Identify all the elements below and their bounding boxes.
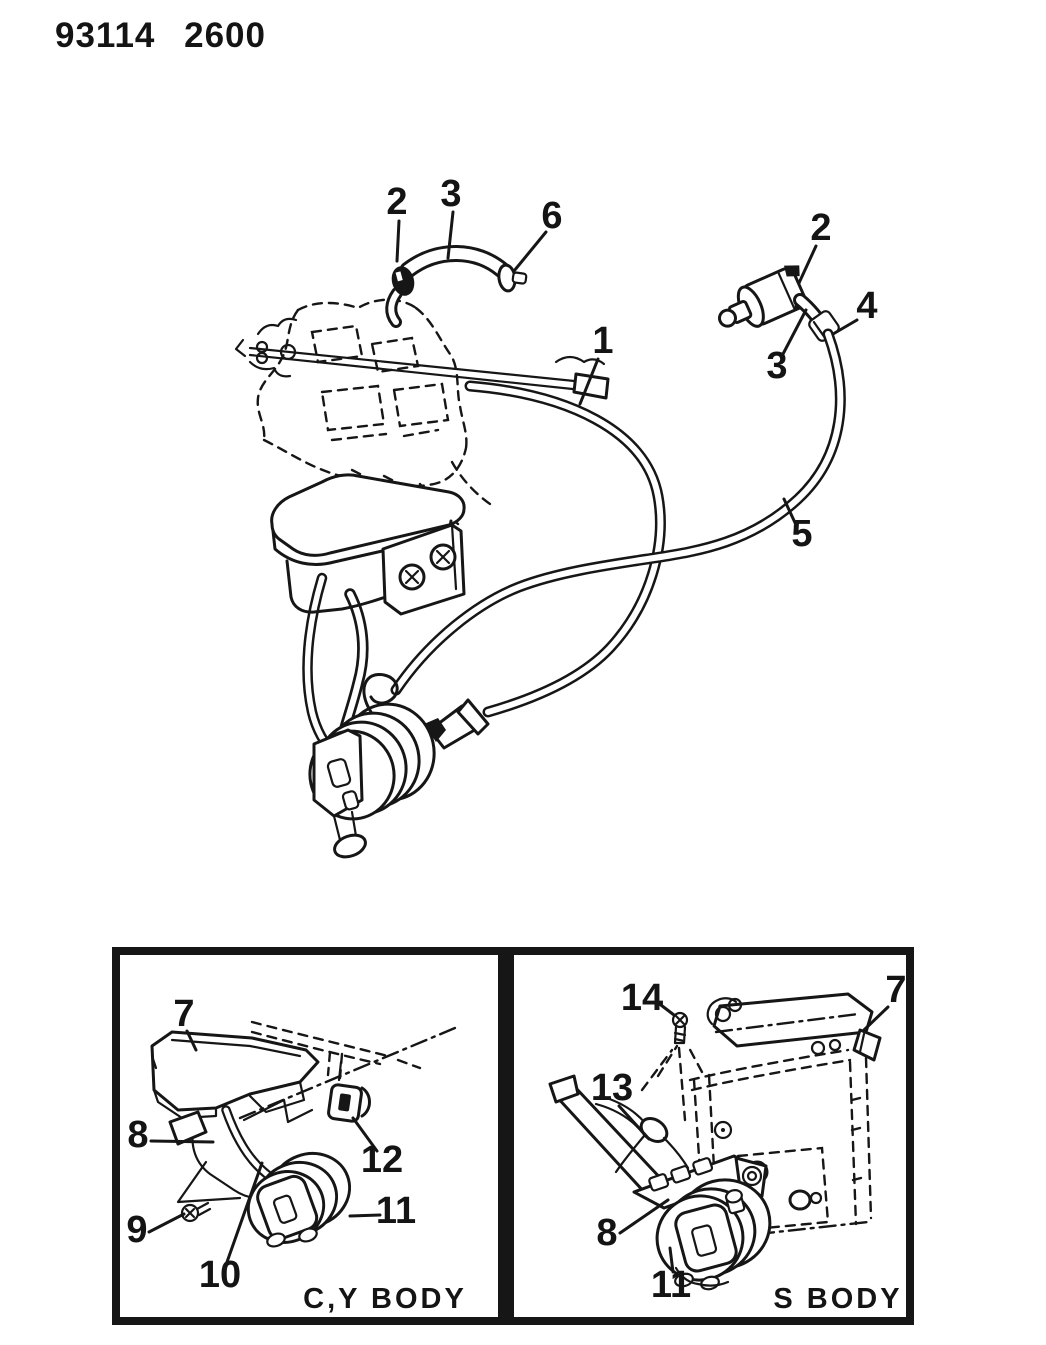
cy-cover xyxy=(150,1030,320,1120)
callout-leader-7 xyxy=(185,1029,198,1052)
cy-screw xyxy=(180,1201,212,1223)
callout-leader-4 xyxy=(831,318,859,336)
s-body-frame xyxy=(506,947,914,1325)
cy-body-frame xyxy=(112,947,506,1325)
cy-callouts: 7 8 9 10 11 12 xyxy=(126,993,416,1296)
servo-hook xyxy=(362,672,399,714)
vacuum-servo xyxy=(308,672,446,859)
inset-s-body: S BODY 14 7 13 8 11 xyxy=(506,947,914,1325)
connector-cable xyxy=(390,328,846,696)
callout-number-8: 8 xyxy=(596,1212,617,1254)
callout-leader-2 xyxy=(395,219,401,263)
callout-number-11: 11 xyxy=(376,1190,416,1232)
callout-leader-1 xyxy=(578,357,600,406)
s-screw xyxy=(640,1011,704,1122)
callout-leader-3 xyxy=(446,210,455,260)
cable-clevis xyxy=(572,372,610,400)
callout-number-12: 12 xyxy=(361,1139,403,1181)
callout-number-5: 5 xyxy=(791,513,812,555)
callout-leader-3 xyxy=(781,308,808,356)
callout-leader-8 xyxy=(618,1198,670,1235)
control-module xyxy=(270,473,466,616)
callout-number-3: 3 xyxy=(766,345,787,387)
callout-leader-11 xyxy=(348,1213,382,1218)
s-cover-tab xyxy=(852,1028,882,1062)
cy-servo xyxy=(246,1152,352,1248)
throttle-rod xyxy=(234,338,610,400)
speed-control-connector xyxy=(717,265,840,342)
servo-port xyxy=(333,833,367,859)
callout-number-7: 7 xyxy=(173,993,194,1035)
callout-number-10: 10 xyxy=(199,1254,241,1296)
callout-leader-8 xyxy=(149,1139,215,1144)
speed-control-cable xyxy=(464,380,666,718)
callout-leader-14 xyxy=(655,1000,676,1017)
servo-cable-nipple xyxy=(424,718,446,742)
connector-tip xyxy=(717,308,737,328)
s-callouts: 14 7 13 8 11 xyxy=(591,969,907,1306)
callout-leader-7 xyxy=(862,1005,890,1032)
callout-number-11: 11 xyxy=(651,1264,691,1306)
callout-leader-9 xyxy=(147,1212,186,1234)
page-title: 93114 2600 xyxy=(55,16,266,55)
callout-leader-5 xyxy=(782,497,799,529)
cable-end-fitting xyxy=(428,698,490,750)
callout-number-2: 2 xyxy=(810,207,831,249)
inset-caption-s-body: S BODY xyxy=(773,1283,902,1315)
callout-leader-11 xyxy=(668,1246,675,1274)
callout-leader-2 xyxy=(797,244,818,285)
inset-cy-body: C,Y BODY 7 8 9 10 11 12 xyxy=(112,947,506,1325)
callout-number-13: 13 xyxy=(591,1067,633,1109)
callout-number-7: 7 xyxy=(885,969,906,1011)
cy-clip xyxy=(327,1083,371,1123)
callout-number-3: 3 xyxy=(440,173,461,215)
callout-leader-10 xyxy=(225,1161,264,1264)
vacuum-hose-assembly xyxy=(385,245,528,328)
callout-leader-6 xyxy=(512,230,548,273)
s-servo xyxy=(655,1178,772,1291)
callout-number-9: 9 xyxy=(126,1209,147,1251)
s-cover xyxy=(706,992,882,1062)
inset-caption-cy-body: C,Y BODY xyxy=(303,1283,467,1315)
callout-leader-13 xyxy=(617,1104,651,1141)
callout-number-14: 14 xyxy=(621,977,663,1019)
callout-number-6: 6 xyxy=(541,195,562,237)
callout-number-8: 8 xyxy=(127,1114,148,1156)
callout-number-1: 1 xyxy=(592,320,613,362)
callout-leader-12 xyxy=(351,1116,379,1153)
callout-number-4: 4 xyxy=(856,285,877,327)
callout-number-2: 2 xyxy=(386,181,407,223)
